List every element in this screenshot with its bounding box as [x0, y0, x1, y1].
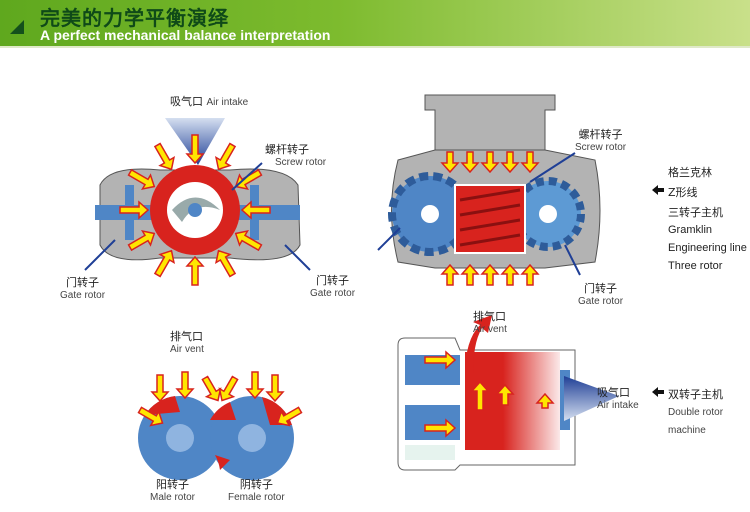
side-text-3: 三转子主机 [668, 206, 723, 219]
side-text-6: Three rotor [668, 260, 723, 272]
side-text-4: Gramklin [668, 224, 713, 236]
flow-arrow [480, 151, 500, 174]
flow-arrow [234, 168, 263, 190]
header-banner: 完美的力学平衡演绎 A perfect mechanical balance i… [0, 0, 750, 48]
label-en: machine [668, 425, 706, 436]
label-cn: 门转子 [316, 274, 350, 287]
label-en: Air intake [597, 400, 639, 411]
flow-arrow [470, 380, 490, 411]
flow-arrow [245, 371, 265, 400]
flow-arrow [153, 249, 175, 278]
arrow-left-icon [652, 387, 664, 397]
flow-arrow [500, 151, 520, 174]
flow-arrow [127, 168, 156, 190]
flow-arrow [480, 263, 500, 286]
label-cn: 阴转子 [239, 478, 273, 491]
label-en: Female rotor [228, 492, 285, 503]
flow-arrow [150, 374, 170, 403]
flow-arrow [460, 263, 480, 286]
label-cn: 螺杆转子 [265, 143, 309, 156]
flow-arrow [119, 200, 150, 220]
label-pointers [84, 152, 581, 276]
vent-arrow [465, 315, 492, 375]
label-en: Air vent [170, 344, 204, 355]
label-cn: 排气口 [170, 330, 203, 343]
flow-arrow [535, 392, 555, 409]
flow-arrow [240, 200, 271, 220]
label-en: Screw rotor [575, 142, 627, 153]
label-cn: 吸气口 [170, 95, 203, 108]
intake-arrow [564, 376, 619, 421]
flow-arrow [520, 263, 540, 286]
flow-arrow [500, 263, 520, 286]
label-cn: 门转子 [584, 282, 618, 295]
label-en: Gate rotor [310, 288, 356, 299]
flow-arrow [440, 263, 460, 286]
label-en: Double rotor [668, 407, 724, 418]
label-en: Gate rotor [578, 296, 624, 307]
flow-arrow [234, 230, 263, 252]
flow-arrow [201, 375, 222, 402]
arrow-left-icon [652, 185, 664, 195]
triangle-icon [10, 20, 24, 34]
label-en: Air intake [206, 97, 249, 108]
flow-arrow [185, 134, 205, 165]
label-en: Gate rotor [60, 290, 106, 301]
flow-arrow [153, 142, 175, 171]
label-cn: 排气口 [473, 310, 506, 323]
label-en: Male rotor [150, 492, 196, 503]
flow-arrow [215, 142, 237, 171]
flow-arrow [175, 371, 195, 400]
tl-intake-label: 吸气口 Air intake [170, 95, 248, 109]
twin-lobe-cross-section [138, 396, 294, 480]
flow-arrow [276, 406, 303, 427]
label-cn: 阳转子 [156, 478, 189, 491]
label-en: Screw rotor [275, 157, 327, 168]
side-text-1: 格兰克林 [668, 166, 712, 179]
side-text-2: Z形线 [668, 186, 698, 199]
z-line-cross-section [388, 94, 601, 269]
label-cn: 吸气口 [597, 386, 630, 399]
flow-arrow [424, 418, 457, 438]
flow-arrows [119, 134, 555, 438]
flow-arrow [127, 230, 156, 252]
flow-arrow [520, 151, 540, 174]
label-en: Air vent [473, 324, 507, 335]
label-cn: 门转子 [66, 276, 100, 289]
flow-arrow [137, 406, 164, 427]
flow-arrow [424, 350, 457, 370]
side-text-5: Engineering line [668, 242, 747, 254]
flow-arrow [440, 151, 460, 174]
flow-arrow [215, 249, 237, 278]
header-title-en: A perfect mechanical balance interpretat… [40, 27, 331, 43]
flow-arrow [460, 151, 480, 174]
label-cn: 螺杆转子 [578, 128, 623, 141]
flow-arrow [495, 383, 515, 406]
flow-arrow [185, 255, 205, 286]
flow-arrow [218, 375, 239, 402]
br-side-label: 双转子主机 Double rotor machine [668, 386, 723, 440]
header-title-cn: 完美的力学平衡演绎 [40, 6, 229, 30]
label-cn: 双转子主机 [668, 388, 723, 401]
flow-arrow [265, 374, 285, 403]
